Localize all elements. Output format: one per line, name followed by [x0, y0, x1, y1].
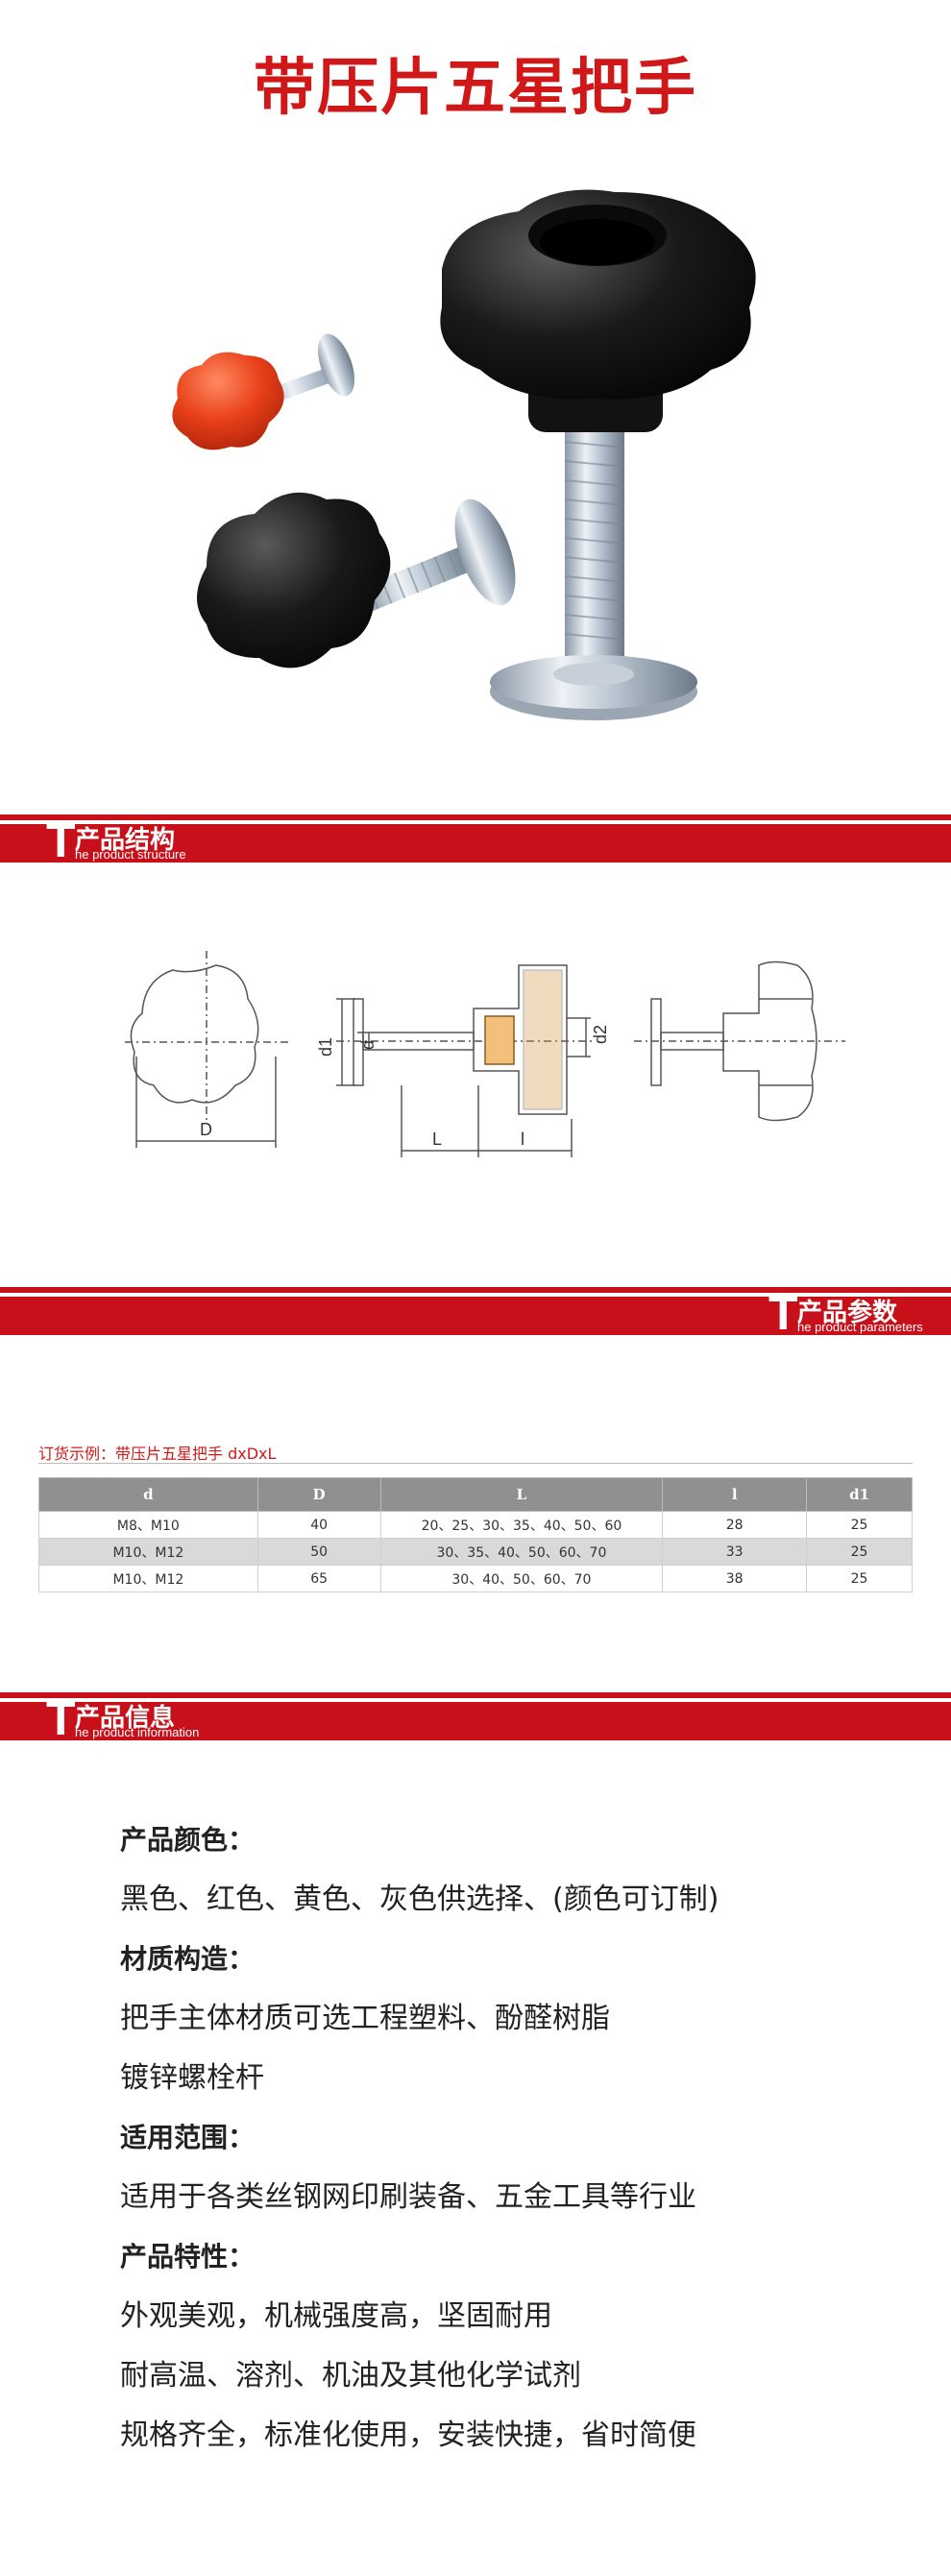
dim-label-d: d	[358, 1040, 378, 1050]
section-title-parameters: 产品参数	[797, 1299, 898, 1327]
dim-label-L: L	[432, 1130, 442, 1149]
product-info: 产品颜色： 黑色、红色、黄色、灰色供选择、(颜色可订制) 材质构造： 把手主体材…	[120, 1810, 889, 2466]
black-star-knob-medium	[197, 492, 516, 668]
table-row: M8、M10 40 20、25、30、35、40、50、60 28 25	[38, 1511, 913, 1539]
feature-heading: 产品特性：	[120, 2241, 256, 2272]
black-star-knob-large	[440, 189, 756, 720]
section-title-structure: 产品结构	[75, 826, 176, 855]
color-text: 黑色、红色、黄色、灰色供选择、(颜色可订制)	[120, 1883, 719, 1916]
red-star-knob-small	[172, 333, 355, 450]
section-banner-info: T 产品信息 he product information	[0, 1692, 951, 1742]
column-header-d: d	[38, 1477, 258, 1512]
material-heading: 材质构造：	[120, 1943, 256, 1975]
dim-label-d2: d2	[591, 1025, 610, 1044]
feature-line: 耐高温、溶剂、机油及其他化学试剂	[120, 2359, 581, 2393]
feature-line: 外观美观，机械强度高，坚固耐用	[120, 2299, 552, 2333]
divider	[38, 1463, 913, 1464]
table-row: M10、M12 65 30、40、50、60、70 38 25	[38, 1565, 913, 1592]
section-banner-parameters: T 产品参数 he product parameters	[0, 1287, 951, 1337]
structure-drawing: D d1 d d2 L l	[125, 951, 845, 1157]
dim-label-l: l	[521, 1130, 524, 1149]
section-banner-structure: T 产品结构 he product structure	[0, 814, 951, 864]
dim-label-D: D	[200, 1120, 212, 1139]
table-header-row: d D L l d1	[38, 1477, 913, 1512]
column-header-L: L	[379, 1477, 664, 1512]
column-header-D: D	[256, 1477, 381, 1512]
material-line: 把手主体材质可选工程塑料、酚醛树脂	[120, 2002, 610, 2035]
table-row: M10、M12 50 30、35、40、50、60、70 33 25	[38, 1538, 913, 1566]
color-heading: 产品颜色：	[120, 1824, 256, 1856]
feature-line: 规格齐全，标准化使用，安装快捷，省时简便	[120, 2418, 696, 2452]
column-header-d1: d1	[806, 1477, 913, 1512]
page-title: 带压片五星把手	[254, 53, 697, 124]
product-photo	[172, 189, 756, 720]
dim-label-d1: d1	[316, 1037, 335, 1057]
scope-heading: 适用范围：	[120, 2122, 256, 2153]
knob-top-view	[130, 964, 259, 1104]
order-example: 订货示例：带压片五星把手 dxDxL	[38, 1445, 277, 1463]
column-header-l: l	[662, 1477, 808, 1512]
section-title-info: 产品信息	[75, 1704, 176, 1733]
spec-table: d D L l d1 M8、M10 40 20、25、30、35、40、50、6…	[38, 1477, 913, 1592]
material-line: 镀锌螺栓杆	[120, 2061, 264, 2095]
scope-text: 适用于各类丝钢网印刷装备、五金工具等行业	[120, 2180, 696, 2214]
